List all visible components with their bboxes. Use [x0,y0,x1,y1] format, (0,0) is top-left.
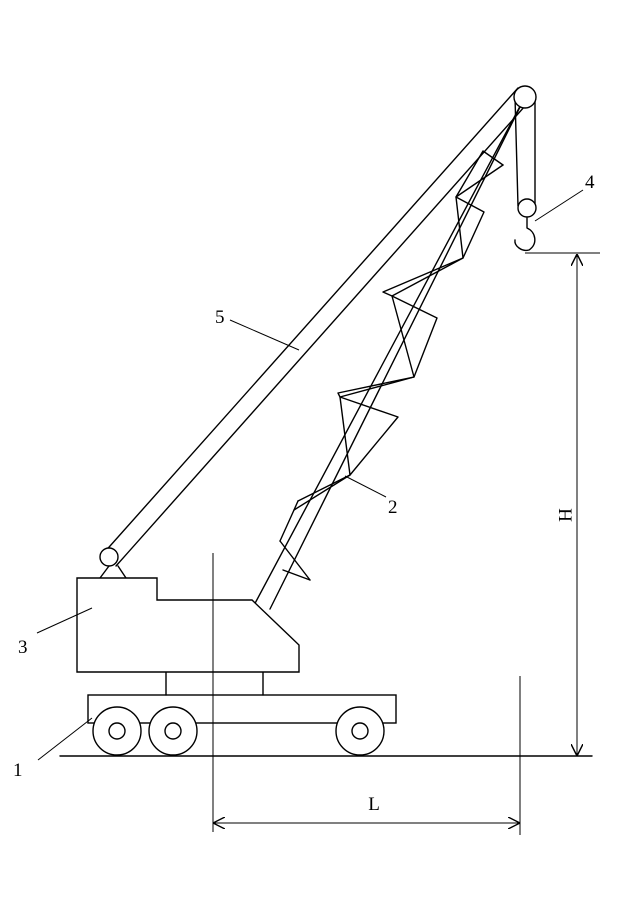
length-dimension: L [213,794,520,823]
wheel [148,706,198,756]
boom-head-pulley [513,85,537,109]
lattice-boom [251,96,526,610]
callout-4: 4 [585,172,595,193]
callout-1: 1 [13,760,23,781]
cab [76,577,300,673]
leader-line-1 [37,717,93,761]
leader-line-4 [534,189,584,222]
hook-icon [514,217,536,252]
luffing-rope [99,87,526,579]
height-dimension: H [555,254,577,756]
boom-foot-pulley [99,547,119,567]
dimension-h-label: H [555,508,576,522]
callout-3: 3 [18,637,28,658]
hook-block [517,198,537,218]
chassis [87,671,397,756]
callout-2: 2 [388,497,398,518]
dimension-l-label: L [368,794,380,815]
leader-line-3 [36,607,93,634]
leader-line-5 [229,319,300,351]
hook-assembly [513,85,537,252]
wheel [335,706,385,756]
callout-5: 5 [215,307,225,328]
leader-line-2 [344,475,387,498]
wheel [92,706,142,756]
